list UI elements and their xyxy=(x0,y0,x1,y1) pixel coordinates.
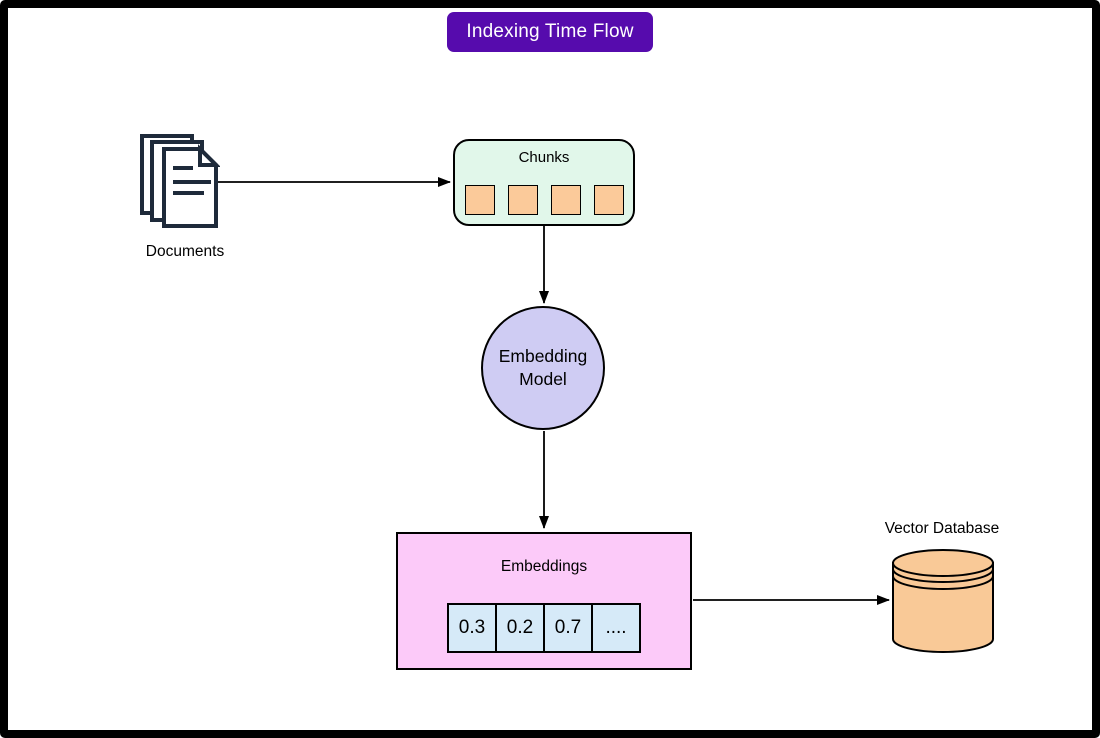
embedding-cell: .... xyxy=(591,603,641,653)
embedding-model-label: Embedding Model xyxy=(498,346,588,389)
documents-icon xyxy=(140,134,220,228)
title-banner: Indexing Time Flow xyxy=(447,12,653,52)
chunk-squares xyxy=(464,185,624,215)
documents-label: Documents xyxy=(145,243,225,260)
vector-database-label: Vector Database xyxy=(884,520,1000,537)
embedding-cell: 0.2 xyxy=(495,603,545,653)
chunks-node: Chunks xyxy=(453,139,635,226)
chunks-label: Chunks xyxy=(518,149,570,166)
embeddings-label: Embeddings xyxy=(500,558,588,575)
chunk-square xyxy=(550,185,581,215)
embedding-model-node: Embedding Model xyxy=(481,306,605,430)
chunk-square xyxy=(593,185,624,215)
chunk-square xyxy=(464,185,495,215)
database-cylinder-icon xyxy=(892,549,994,653)
chunk-square xyxy=(507,185,538,215)
diagram-title: Indexing Time Flow xyxy=(466,21,634,42)
